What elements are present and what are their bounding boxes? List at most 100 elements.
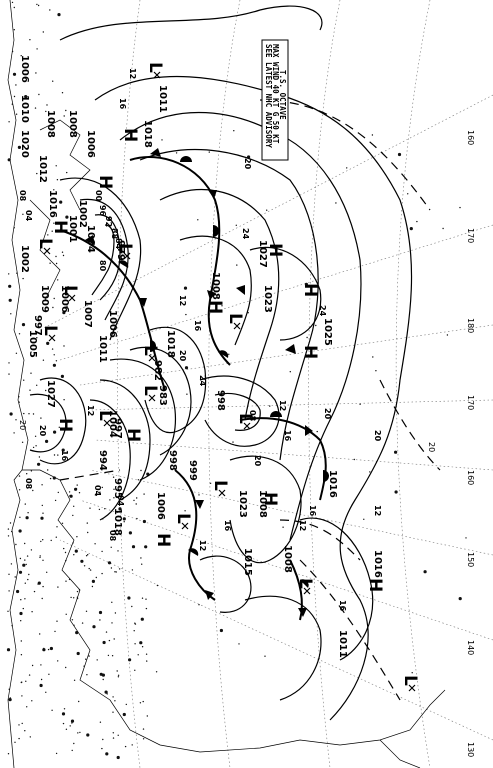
station-dot <box>86 522 89 524</box>
station-dot <box>375 370 377 372</box>
station-dot <box>233 130 235 132</box>
station-dot <box>14 741 16 743</box>
station-dot <box>61 522 64 524</box>
station-dot <box>96 659 98 661</box>
station-dot <box>65 109 67 112</box>
station-dot <box>208 151 210 153</box>
station-dot <box>18 396 20 398</box>
station-dot <box>40 540 42 543</box>
station-dot <box>99 619 101 621</box>
station-dot <box>63 115 65 117</box>
isobar-pressure-label: 1008 <box>45 110 56 138</box>
station-dot <box>32 489 34 492</box>
meridian <box>59 539 493 741</box>
advisory-box: T.S. OCTAVE MAX WIND 40 KT G 50 KT SEE L… <box>261 39 289 161</box>
low-pressure-center: L <box>145 62 165 73</box>
isobar-interval-label: 00 <box>94 190 103 202</box>
station-dot <box>48 673 50 675</box>
station-dot <box>72 514 74 517</box>
station-dot <box>20 620 22 622</box>
station-dot <box>21 695 23 697</box>
station-dot <box>128 658 132 662</box>
isobar-interval-label: 12 <box>298 520 307 531</box>
station-dot <box>423 570 427 574</box>
station-dot <box>88 655 90 657</box>
station-dot <box>53 189 55 191</box>
advisory-line-1: T.S. OCTAVE <box>278 70 287 120</box>
isobar-interval-label: 16 <box>193 320 202 332</box>
station-dot <box>18 737 20 740</box>
isobar-pressure-label: 1015 <box>242 548 253 576</box>
low-pressure-center: L <box>95 410 115 421</box>
isobar-interval-label: 84 <box>114 238 123 250</box>
station-dot <box>117 676 120 678</box>
station-dot <box>18 724 20 726</box>
station-dot <box>18 401 20 403</box>
station-dot <box>62 311 66 315</box>
station-dot <box>131 569 134 571</box>
station-dot <box>99 491 101 493</box>
station-dot <box>24 598 26 600</box>
station-dot <box>131 744 133 746</box>
station-dot <box>134 643 136 645</box>
isobar-pressure-label: 995 <box>112 478 123 499</box>
station-dot <box>65 666 67 669</box>
station-dot <box>19 516 21 518</box>
station-dot <box>47 648 50 651</box>
station-dot <box>98 508 101 511</box>
high-pressure-center: H <box>265 243 285 257</box>
station-dot <box>142 700 144 703</box>
station-dot <box>78 492 81 494</box>
station-dot <box>446 334 449 336</box>
station-dot <box>122 517 126 521</box>
station-dot <box>353 458 355 461</box>
station-dot <box>7 610 9 612</box>
station-dot <box>104 690 108 694</box>
station-dot <box>63 547 65 550</box>
station-dot <box>127 596 131 600</box>
isobar-interval-label: 12 <box>198 540 207 551</box>
station-dot <box>371 134 374 136</box>
station-dot <box>141 563 143 565</box>
isobar-pressure-label: 997 <box>32 315 43 336</box>
isobar-pressure-label: 1006 <box>107 310 118 338</box>
station-dot <box>52 306 54 309</box>
station-dot <box>88 567 90 570</box>
low-center-cross <box>303 587 311 595</box>
station-dot <box>465 537 467 539</box>
station-dot <box>113 488 115 490</box>
station-dot <box>62 722 65 725</box>
station-dot <box>221 305 223 307</box>
station-dot <box>197 219 199 221</box>
station-dot <box>51 230 53 232</box>
station-dot <box>22 563 26 567</box>
isobars <box>29 5 413 721</box>
station-dot <box>76 590 79 593</box>
station-dot <box>21 681 23 683</box>
station-dot <box>102 678 104 681</box>
low-pressure-center: L <box>140 385 160 396</box>
high-pressure-center: H <box>55 418 75 432</box>
station-dot <box>128 531 132 535</box>
station-dot <box>37 4 40 7</box>
station-dot <box>13 227 15 229</box>
station-dot <box>55 255 57 258</box>
station-dot <box>8 373 10 375</box>
station-dot <box>40 516 44 520</box>
station-dot <box>70 596 72 599</box>
station-dot <box>142 519 146 524</box>
station-dot <box>116 755 120 760</box>
station-dot <box>70 719 75 723</box>
station-dot <box>78 700 80 703</box>
station-dot <box>20 654 23 656</box>
station-dot <box>7 528 10 530</box>
isobar-pressure-label: 1018 <box>165 330 176 358</box>
station-dot <box>175 152 178 154</box>
isobar-interval-label: 12 <box>278 400 287 411</box>
station-dot <box>27 578 29 581</box>
isobar-interval-label: 88 <box>110 228 119 240</box>
station-dot <box>136 517 138 520</box>
isobar-pressure-label: 1006 <box>155 492 166 520</box>
station-dot <box>40 417 42 419</box>
